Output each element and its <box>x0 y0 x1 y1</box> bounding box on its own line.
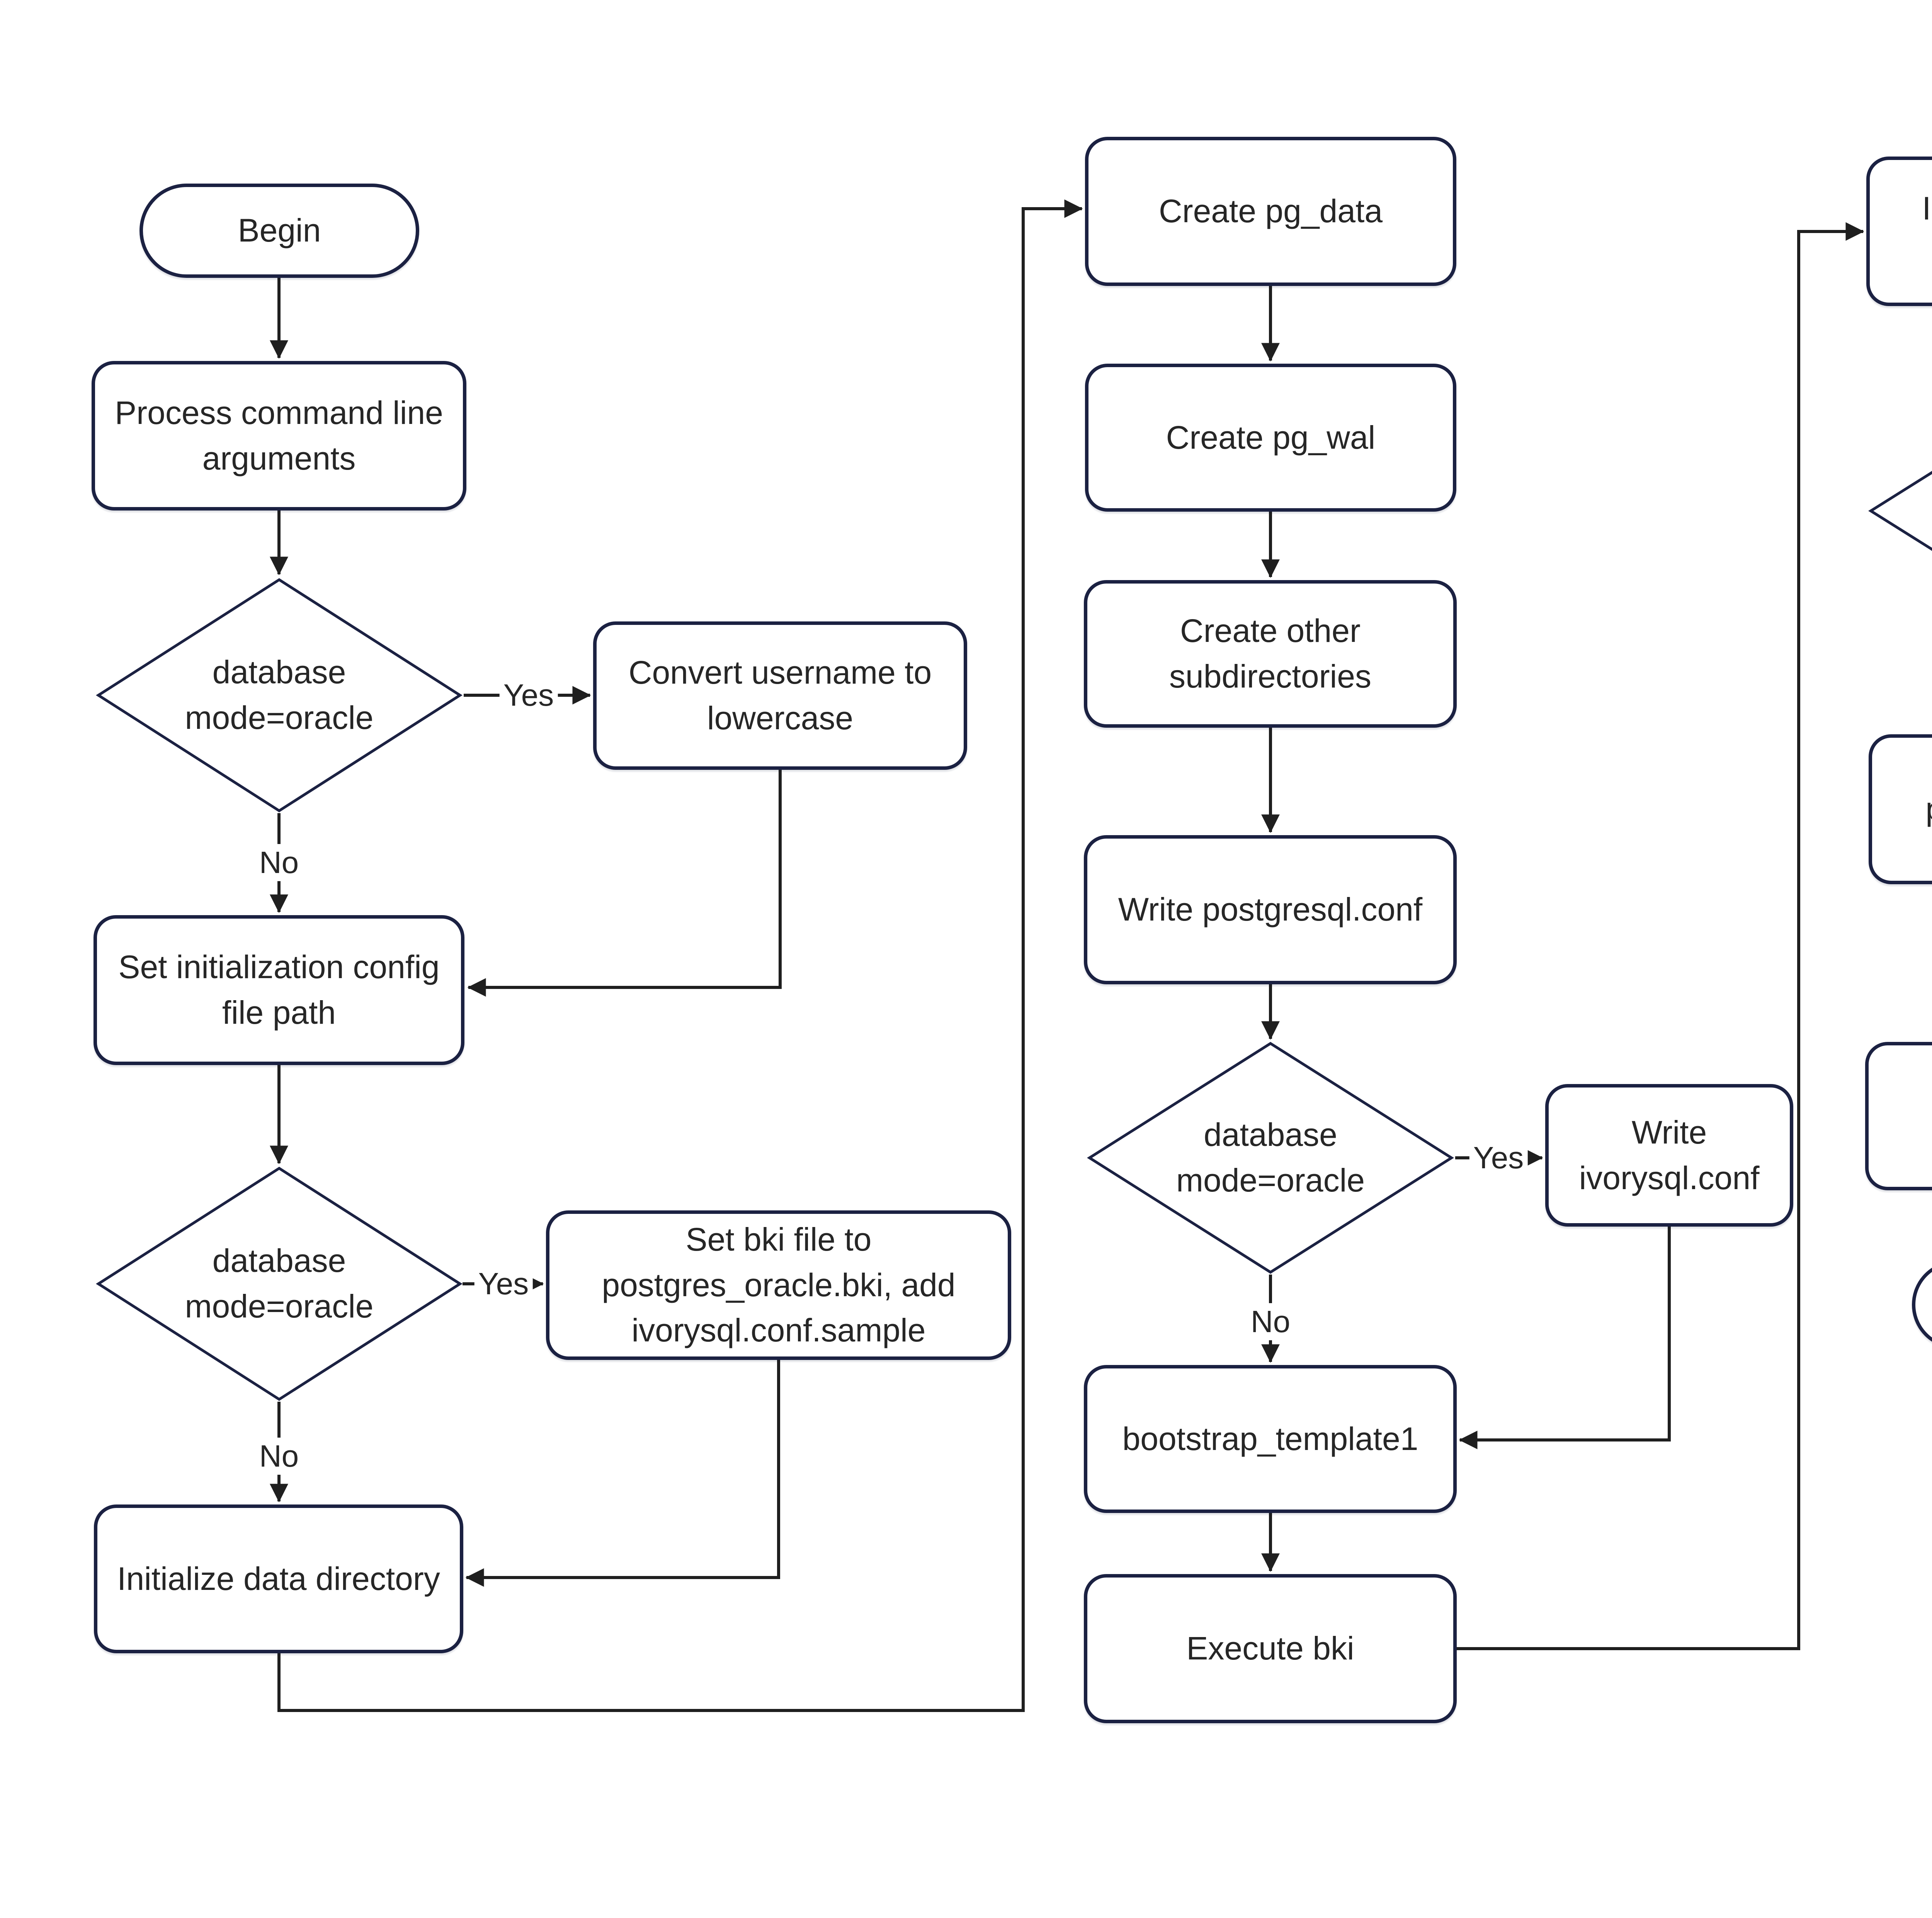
diamond-shape <box>1867 395 1932 627</box>
diamond-shape <box>95 1166 464 1402</box>
node-decision-database-mode-4: database mode=oracle <box>1867 395 1932 627</box>
node-bootstrap-template1: bootstrap_template1 <box>1084 1365 1457 1513</box>
node-label: database mode=oracle <box>185 1242 374 1324</box>
node-label: Print completion message <box>1929 1070 1932 1161</box>
node-label: Set bki file to postgres_oracle.bki, add… <box>602 1221 956 1349</box>
node-label: Write ivorysql.conf <box>1579 1114 1760 1196</box>
edge-label-yes: Yes <box>499 677 558 714</box>
connector-convert-to-setinit <box>467 770 782 997</box>
node-set-bki-file: Set bki file to postgres_oracle.bki, add… <box>546 1210 1011 1360</box>
node-label: Write postgresql.conf <box>1118 891 1423 928</box>
node-label: Create pg_data <box>1158 193 1383 230</box>
node-create-pg-wal: Create pg_wal <box>1085 364 1456 512</box>
edge-label-yes: Yes <box>1469 1139 1528 1176</box>
node-label: Process command line arguments <box>115 394 443 477</box>
node-create-other-subdirectories: Create other subdirectories <box>1084 580 1457 728</box>
node-write-postgresql-conf: Write postgresql.conf <box>1084 835 1457 984</box>
connector-initdata-to-pgdata <box>277 199 1083 1712</box>
edge-label-yes: Yes <box>474 1265 533 1302</box>
node-label: Begin <box>238 212 321 249</box>
node-decision-database-mode-3: database mode=oracle <box>1086 1041 1455 1275</box>
connector-ivorysqlconf-to-bootstrap <box>1459 1227 1671 1449</box>
node-convert-username-lowercase: Convert username to lowercase <box>593 621 967 770</box>
connector-setbki-to-initdata <box>465 1360 780 1587</box>
node-label: Initialize data directory <box>117 1560 440 1597</box>
node-set-initialization-config-file-path: Set initialization config file path <box>94 915 464 1065</box>
node-label: Load template0, postgres, ivorysql datab… <box>1918 741 1932 878</box>
edge-label-no: No <box>1247 1303 1294 1340</box>
node-label: bootstrap_template1 <box>1122 1420 1418 1457</box>
node-decision-database-mode-1: database mode=oracle <box>95 577 464 813</box>
node-decision-database-mode-2: database mode=oracle <box>95 1166 464 1402</box>
diamond-shape <box>1086 1041 1455 1275</box>
edge-label-no: No <box>255 1438 303 1475</box>
node-label: Create pg_wal <box>1166 419 1376 456</box>
node-label: Convert username to lowercase <box>628 654 932 736</box>
edge-label-no: No <box>255 844 303 881</box>
node-load-template0-postgres-ivorysql: Load template0, postgres, ivorysql datab… <box>1869 734 1932 884</box>
node-label: database mode=oracle <box>1176 1116 1365 1198</box>
node-label: Set initialization config file path <box>118 949 440 1031</box>
diamond-shape <box>95 577 464 813</box>
node-label: database mode=oracle <box>185 654 374 736</box>
connector-executebki-to-initdbobjects <box>1457 222 1864 1650</box>
node-initialize-database-objects: Initialize database objects <box>1866 157 1932 306</box>
node-initialize-data-directory: Initialize data directory <box>94 1504 463 1653</box>
node-execute-bki: Execute bki <box>1084 1574 1457 1723</box>
node-begin: Begin <box>139 184 419 278</box>
node-write-ivorysql-conf: Write ivorysql.conf <box>1545 1084 1793 1227</box>
node-label: Create other subdirectories <box>1169 613 1371 694</box>
node-label: Initialize database objects <box>1922 190 1932 226</box>
node-print-completion-message: Print completion message <box>1865 1042 1932 1190</box>
node-label: Execute bki <box>1186 1630 1354 1667</box>
node-create-pg-data: Create pg_data <box>1085 137 1456 286</box>
node-process-command-line-arguments: Process command line arguments <box>92 361 466 511</box>
